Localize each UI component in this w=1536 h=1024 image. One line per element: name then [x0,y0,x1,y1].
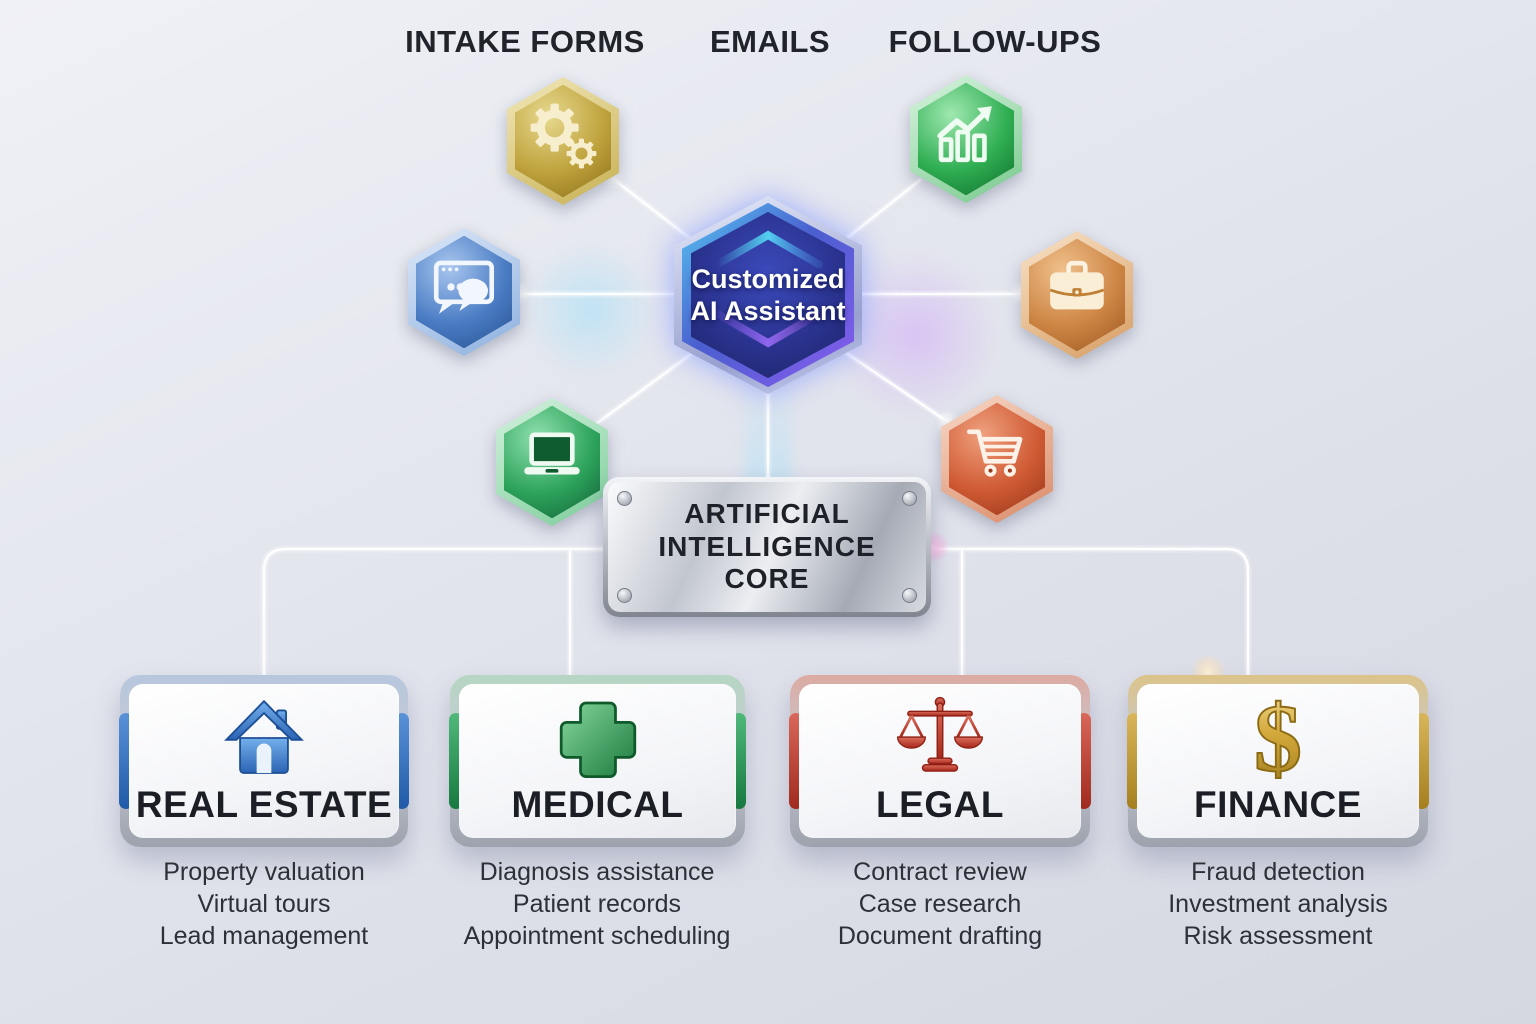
customized-ai-assistant-node: Customized AI Assistant [674,196,862,394]
header-emails: EMAILS [709,24,831,59]
center-hexagon-label: Customized AI Assistant [674,196,862,394]
medical-label: MEDICAL [511,784,684,825]
feature-item: Case research [858,890,1022,918]
feature-item: Appointment scheduling [463,922,731,950]
feature-item: Fraud detection [1191,858,1365,886]
ai-core-line2: INTELLIGENCE [658,530,876,562]
real-estate-card: REAL ESTATE [119,675,409,847]
header-intake-forms: INTAKE FORMS [405,24,645,59]
finance-card: $ FINANCE [1127,675,1429,847]
feature-item: Investment analysis [1168,890,1388,918]
core-beam-glow [744,386,792,486]
justice-scales-icon [896,696,984,772]
feature-item: Risk assessment [1183,922,1373,950]
real-estate-features: Property valuation Virtual tours Lead ma… [94,856,434,952]
svg-text:$: $ [1254,692,1302,788]
feature-item: Document drafting [837,922,1043,950]
finance-label: FINANCE [1194,784,1362,825]
feature-item: Patient records [512,890,682,918]
screw-icon [617,588,632,603]
ai-core-plate: ARTIFICIAL INTELLIGENCE CORE [603,477,931,617]
finance-features: Fraud detection Investment analysis Risk… [1108,856,1448,952]
house-icon [224,699,304,774]
bar-chart-icon [937,105,992,162]
ai-core-title: ARTIFICIAL INTELLIGENCE CORE [658,498,875,595]
hexagon-chat [408,228,520,356]
legal-features: Contract review Case research Document d… [770,856,1110,952]
feature-item: Virtual tours [197,890,331,918]
medical-features: Diagnosis assistance Patient records App… [427,856,767,952]
dollar-sign-icon: $ [1253,692,1303,788]
legal-label: LEGAL [876,784,1004,825]
header-follow-ups: FOLLOW-UPS [888,24,1102,59]
chat-window-icon [433,260,495,314]
feature-item: Contract review [853,858,1027,886]
laptop-icon [524,432,580,475]
card-face: $ FINANCE [1137,684,1419,838]
center-label-line2: AI Assistant [690,296,846,326]
medical-cross-icon [559,701,636,779]
medical-card: MEDICAL [449,675,746,847]
hexagon-gears [507,77,619,205]
card-face: MEDICAL [459,684,736,838]
hexagon-briefcase [1021,231,1133,359]
card-face: LEGAL [799,684,1081,838]
ai-core-line3: CORE [724,563,810,595]
ai-core-plate-face: ARTIFICIAL INTELLIGENCE CORE [608,482,926,612]
hexagon-face [690,211,846,379]
real-estate-label: REAL ESTATE [135,784,393,825]
center-label-line1: Customized [691,263,845,294]
screw-icon [902,491,917,506]
shopping-cart-icon [966,429,1023,477]
ai-core-line1: ARTIFICIAL [684,498,850,530]
briefcase-icon [1049,260,1105,310]
screw-icon [617,491,632,506]
feature-item: Lead management [159,922,369,950]
hexagon-cart [941,395,1053,523]
feature-item: Property valuation [163,858,365,886]
card-face: REAL ESTATE [129,684,399,838]
cyan-glow [520,240,660,380]
hexagon-laptop [496,398,608,526]
screw-icon [902,588,917,603]
feature-item: Diagnosis assistance [479,858,715,886]
legal-card: LEGAL [789,675,1091,847]
hexagon-growth-chart [910,75,1022,203]
hexagon-streaks [713,230,823,348]
gears-icon [530,103,597,169]
